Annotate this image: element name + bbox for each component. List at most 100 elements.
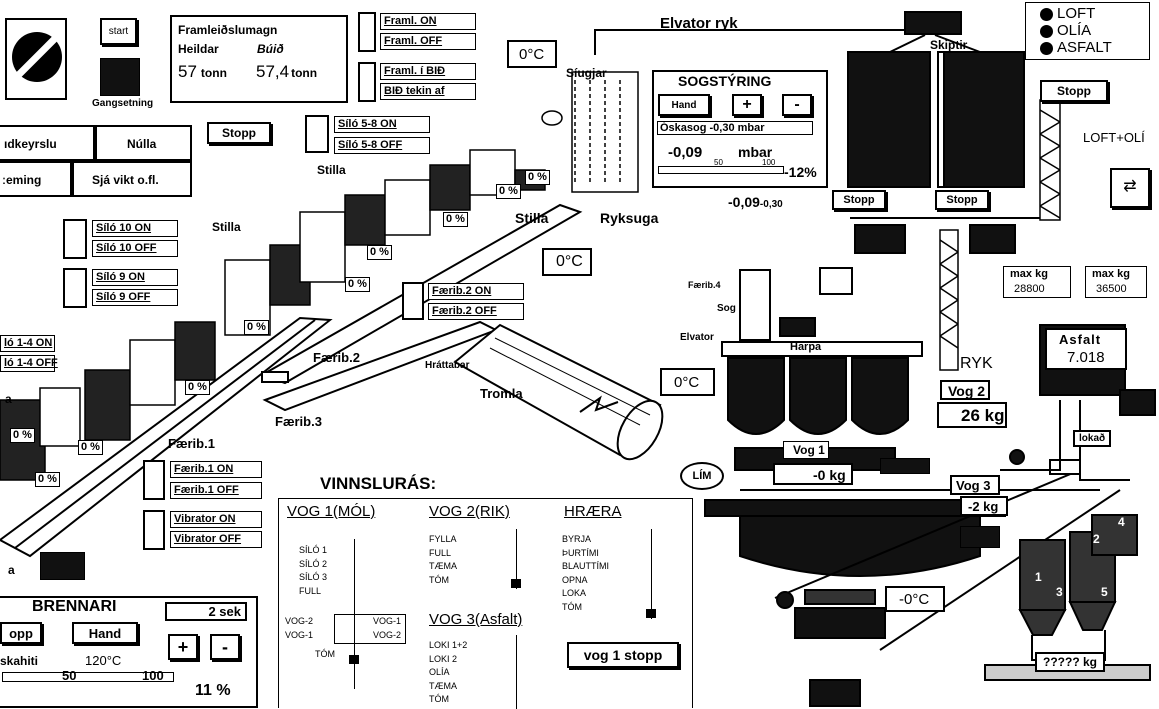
sog-unit: mbar xyxy=(738,144,773,160)
hraera-ladder xyxy=(651,529,662,619)
framl-on-button[interactable]: Framl. ON xyxy=(380,13,476,30)
faerib1-off-button[interactable]: Færib.1 OFF xyxy=(170,482,262,499)
storage-silos xyxy=(847,11,1040,254)
nulla-button[interactable]: Núlla xyxy=(95,125,192,161)
framl-bid-checkbox[interactable] xyxy=(358,62,376,102)
stopp-silo2-button[interactable]: Stopp xyxy=(935,190,989,210)
burner-temp-label: skahiti xyxy=(0,654,39,668)
sog-plus-button[interactable]: + xyxy=(732,94,762,116)
a2-indicator xyxy=(40,552,85,580)
burner-pct: 11 % xyxy=(195,682,231,699)
hraefni-label: Hráttabar xyxy=(425,360,470,371)
pct-silo-3: 0 % xyxy=(10,428,35,443)
silo-n3: 3 xyxy=(1056,585,1063,599)
temp-filter: 0°C xyxy=(507,40,557,68)
vog3-indicator xyxy=(960,526,1000,548)
stopp-silo1-button[interactable]: Stopp xyxy=(832,190,886,210)
silo9-on-button[interactable]: Síló 9 ON xyxy=(92,269,178,286)
vog1-title: VOG 1(MÓL) xyxy=(287,503,376,520)
a-label: a xyxy=(5,392,12,406)
vibrator-off-button[interactable]: Vibrator OFF xyxy=(170,531,262,548)
legend: LOFT OLÍA ASFALT xyxy=(1025,2,1150,60)
hraera-active-step xyxy=(646,609,656,618)
vinnslurás-panel: VOG 1(MÓL) VOG 2(RIK) HRÆRA VOG 3(Asfalt… xyxy=(278,498,693,709)
asfalt-max2: max kg 36500 xyxy=(1085,266,1147,298)
faerib3-label: Færib.3 xyxy=(275,414,322,429)
silo14-off-button[interactable]: ló 1-4 OFF xyxy=(0,355,58,372)
vog3-ladder xyxy=(516,635,527,709)
sog-hand-button[interactable]: Hand xyxy=(658,94,710,116)
stopp-top-button[interactable]: Stopp xyxy=(1040,80,1108,102)
silo10-off-button[interactable]: Síló 10 OFF xyxy=(92,240,178,257)
start-button[interactable]: start xyxy=(100,18,137,45)
silo10-on-button[interactable]: Síló 10 ON xyxy=(92,220,178,237)
stopp-left-button[interactable]: Stopp xyxy=(207,122,271,144)
burner-minus-button[interactable]: - xyxy=(210,634,240,660)
vog1-stopp-button[interactable]: vog 1 stopp xyxy=(567,642,679,668)
faerib2-on-button[interactable]: Færib.2 ON xyxy=(428,283,524,300)
pct-silo-8: 0 % xyxy=(443,212,468,227)
burner-panel: BRENNARI 2 sek opp Hand + - skahiti 120°… xyxy=(0,596,258,708)
vinnslurás-title: VINNSLURÁS: xyxy=(320,474,437,493)
faerib1-on-button[interactable]: Færib.1 ON xyxy=(170,461,262,478)
pct-silo-5: 0 % xyxy=(244,320,269,335)
temp-drum-top: 0°C xyxy=(542,248,592,276)
pct-silo-4: 0 % xyxy=(185,380,210,395)
vibrator-on-button[interactable]: Vibrator ON xyxy=(170,511,262,528)
silo10-checkbox[interactable] xyxy=(63,219,87,259)
bid-tekin-button[interactable]: BIÐ tekin af xyxy=(380,83,476,100)
sog-scale-100: 100 xyxy=(762,158,776,167)
tromla-label: Tromla xyxy=(480,386,523,401)
vigtun-button[interactable]: ːeming xyxy=(0,161,72,197)
vigtun-label: ːeming xyxy=(2,173,42,187)
legend-loft: LOFT xyxy=(1040,5,1095,22)
asfalt-readout: Asfalt 7.018 xyxy=(1045,328,1127,370)
burner-time: 2 sek xyxy=(165,602,247,621)
framl-off-button[interactable]: Framl. OFF xyxy=(380,33,476,50)
burner-stopp-button[interactable]: opp xyxy=(0,622,42,644)
main-switch[interactable] xyxy=(5,18,67,100)
faerib1-label: Færib.1 xyxy=(168,436,215,451)
silo14-on-button[interactable]: ló 1-4 ON xyxy=(0,335,55,352)
stilla-2[interactable]: Stilla xyxy=(212,220,241,234)
framl-checkbox[interactable] xyxy=(358,12,376,52)
framl-bid-button[interactable]: Framl. í BIÐ xyxy=(380,63,476,80)
silo9-off-button[interactable]: Síló 9 OFF xyxy=(92,289,178,306)
sog-label: Sog xyxy=(717,303,736,314)
silo58-off-button[interactable]: Síló 5-8 OFF xyxy=(334,137,430,154)
faerib1-checkbox[interactable] xyxy=(143,460,165,500)
faerib2-checkbox[interactable] xyxy=(402,282,424,320)
burner-hand-button[interactable]: Hand xyxy=(72,622,138,644)
silo58-on-button[interactable]: Síló 5-8 ON xyxy=(334,116,430,133)
hraera-title: HRÆRA xyxy=(564,503,622,520)
truck-graphic xyxy=(776,589,886,707)
sog-setpoint: Óskasog -0,30 mbar xyxy=(657,121,813,135)
sog-minus-button[interactable]: - xyxy=(782,94,812,116)
faerib2-off-button[interactable]: Færib.2 OFF xyxy=(428,303,524,320)
sja-vikt-button[interactable]: Sjá vikt o.fl. xyxy=(72,161,192,197)
temp-drum-exit: 0°C xyxy=(660,368,715,396)
sog-panel: SOGSTÝRING Hand + - Óskasog -0,30 mbar -… xyxy=(652,70,828,188)
lokad-button[interactable]: lokað xyxy=(1073,430,1112,447)
stilla-3[interactable]: Stilla xyxy=(515,210,549,226)
burner-plus-button[interactable]: + xyxy=(168,634,198,660)
vibrator-checkbox[interactable] xyxy=(143,510,165,550)
start-indicator xyxy=(100,58,140,96)
silo9-checkbox[interactable] xyxy=(63,268,87,308)
handkeyrsla-button[interactable]: ıdkeyrslu xyxy=(0,125,95,161)
silo-n2: 2 xyxy=(1093,532,1100,546)
silo58-checkbox[interactable] xyxy=(305,115,329,153)
temp-truck: -0°C xyxy=(885,586,945,612)
pct-silo-6: 0 % xyxy=(345,277,370,292)
mixer-unit xyxy=(704,267,1121,651)
swap-icon[interactable]: ⇄ xyxy=(1110,168,1150,208)
stilla-1[interactable]: Stilla xyxy=(317,163,346,177)
sog-bottom-value: -0,09-0,30 xyxy=(728,194,783,210)
siugjar-label: Síugjar xyxy=(566,66,607,80)
gangsetning-label: Gangsetning xyxy=(92,98,154,109)
